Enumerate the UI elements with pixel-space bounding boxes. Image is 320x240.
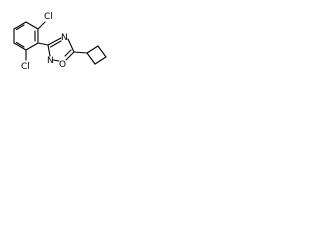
bond-ox-o1-n2 bbox=[52, 59, 60, 62]
bond-cb-1-2 bbox=[86, 45, 99, 54]
bond-ph-c6-c1 bbox=[13, 21, 27, 30]
bond-ox-c5-o1-double bbox=[64, 49, 72, 57]
bond-cb-3-4 bbox=[94, 56, 107, 65]
bond-ph-oxadiazole bbox=[37, 42, 49, 46]
bond-oxadiazole-cyclobutyl bbox=[73, 51, 88, 54]
bond-ph-c4-c5 bbox=[13, 42, 27, 51]
bond-ph-c1-c2 bbox=[25, 21, 39, 30]
bond-ph-double-2 bbox=[15, 41, 25, 48]
bond-ox-c3-n4 bbox=[47, 37, 62, 46]
bond-cb-4-1 bbox=[86, 52, 96, 65]
atom-label-n-top: N bbox=[61, 33, 68, 43]
atom-label-cl-top: Cl bbox=[44, 12, 53, 22]
bond-ox-c5-o1 bbox=[65, 51, 75, 61]
bond-ox-n4-c5 bbox=[67, 38, 75, 53]
oxadiazole-ring bbox=[47, 37, 75, 62]
bond-c-cl-top bbox=[37, 21, 46, 30]
atom-label-cl-bottom: Cl bbox=[21, 62, 30, 72]
bond-ox-n2-c3 bbox=[47, 44, 51, 57]
structure-canvas: Cl Cl N N O bbox=[0, 0, 125, 98]
bond-cb-2-3 bbox=[97, 45, 107, 58]
bond-ox-c3-n4-double bbox=[49, 40, 62, 48]
bond-ph-double-3 bbox=[15, 24, 25, 31]
cyclobutyl-ring bbox=[86, 45, 107, 65]
atom-label-n-bottom: N bbox=[47, 56, 54, 66]
phenyl-ring bbox=[13, 21, 39, 51]
molecule-structure: Cl Cl N N O bbox=[13, 12, 107, 72]
atom-label-o: O bbox=[59, 60, 66, 70]
bond-ph-c3-c4 bbox=[25, 42, 39, 51]
